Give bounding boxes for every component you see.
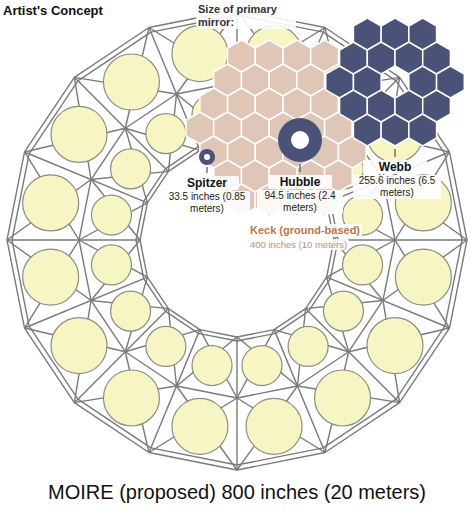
truss-strut — [79, 180, 91, 240]
mirror-segment — [323, 291, 363, 331]
truss-strut — [306, 277, 327, 308]
hubble-mirror — [278, 118, 322, 162]
leader-line — [395, 149, 396, 157]
truss-strut — [334, 239, 467, 240]
truss-strut — [149, 452, 237, 470]
telescope-name: Spitzer — [175, 176, 239, 190]
mirror-segment — [51, 106, 107, 162]
telescope-name: Hubble — [268, 175, 332, 189]
mirror-segment — [103, 54, 159, 110]
truss-strut — [7, 152, 25, 240]
caption: MOIRE (proposed) 800 inches (20 meters) — [48, 480, 426, 504]
mirror-segment — [172, 398, 228, 454]
truss-strut — [79, 240, 91, 300]
truss-strut — [237, 386, 297, 398]
truss-strut — [237, 330, 274, 337]
spitzer-mirror — [199, 149, 215, 165]
truss-strut — [140, 203, 147, 240]
mirror-segment — [91, 195, 131, 235]
truss-strut — [147, 277, 168, 308]
mirror-segment — [111, 291, 151, 331]
truss-strut — [168, 309, 199, 330]
webb-segment — [437, 66, 465, 98]
mirror-segment — [111, 149, 151, 189]
mirror-segment — [91, 245, 131, 285]
mirror-segment — [246, 398, 302, 454]
mirror-segment — [288, 326, 328, 366]
truss-strut — [237, 452, 325, 470]
truss-strut — [449, 152, 467, 240]
spitzer-mirror — [199, 149, 215, 165]
mirror-segment — [146, 326, 186, 366]
truss-strut — [7, 239, 140, 240]
truss-strut — [140, 240, 147, 277]
mirror-segment — [146, 114, 186, 154]
mirror-segment — [343, 245, 383, 285]
mirror-segment — [23, 175, 79, 231]
mirror-segment — [51, 318, 107, 374]
truss-strut — [7, 240, 25, 328]
truss-strut — [200, 330, 237, 337]
leader-line — [207, 167, 208, 173]
mirror-segment — [367, 318, 423, 374]
truss-strut — [383, 240, 395, 300]
mirror-hole — [204, 154, 210, 160]
truss-strut — [274, 309, 305, 330]
mirror-hole — [291, 131, 309, 149]
mirror-segment — [192, 346, 232, 386]
leader-line — [300, 164, 301, 172]
truss-strut — [236, 337, 237, 470]
mirror-segment — [395, 249, 451, 305]
mirror-size: 255.6 inches (6.5 meters) — [353, 175, 441, 199]
mirror-size: 94.5 inches (2.4 meters) — [257, 190, 343, 214]
hubble-mirror — [278, 118, 322, 162]
mirror-segment — [242, 346, 282, 386]
mirror-size: 400 inches (10 meters) — [248, 239, 349, 250]
mirror-segment — [103, 370, 159, 426]
concept-note: Artist's Concept — [3, 3, 103, 19]
mirror-segment — [23, 249, 79, 305]
truss-strut — [177, 386, 237, 398]
truss-strut — [449, 240, 467, 328]
mirror-size: 33.5 inches (0.85 meters) — [164, 191, 250, 215]
webb-mirror — [326, 18, 465, 146]
mirror-segment — [315, 370, 371, 426]
moire-ring — [7, 10, 467, 470]
truss-strut — [168, 150, 199, 171]
telescope-name: Keck (ground-based) — [248, 224, 362, 237]
chart-heading: Size of primary mirror: — [196, 3, 296, 29]
telescope-name: Webb — [363, 160, 427, 174]
